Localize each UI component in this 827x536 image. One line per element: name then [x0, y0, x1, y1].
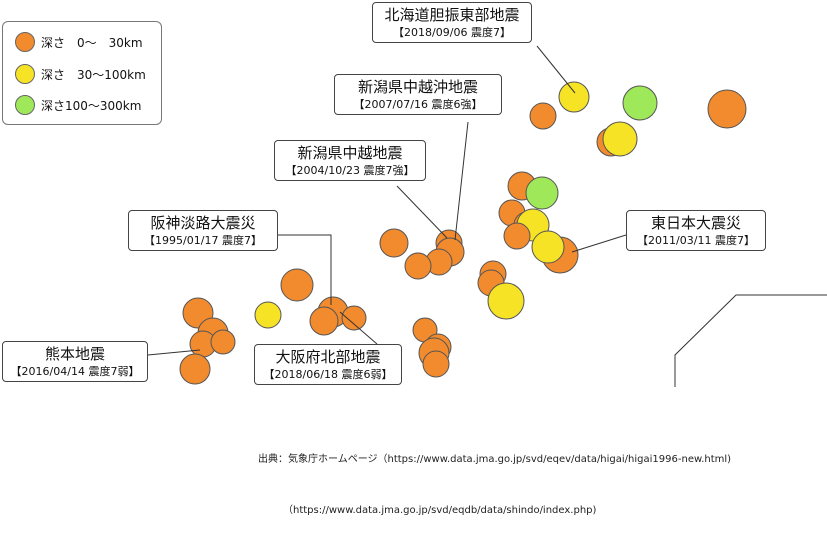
label-tohoku: 東日本大震災 【2011/03/11 震度7】 — [626, 210, 766, 251]
event-title: 新潟県中越沖地震 — [357, 78, 478, 96]
leader-niigata2004 — [396, 185, 448, 239]
event-subtitle: 【2018/09/06 震度7】 — [393, 26, 511, 39]
leader-hokkaido — [536, 45, 576, 94]
legend-dot-yellow — [15, 64, 35, 84]
leader-hanshin — [278, 234, 332, 305]
legend-label: 深さ100～300km — [41, 98, 142, 113]
epicenter-circle — [622, 85, 658, 121]
earthquake-map — [147, 45, 827, 387]
label-niigata2007: 新潟県中越沖地震 【2007/07/16 震度6強】 — [334, 74, 502, 115]
source-line-1: 出典：気象庁ホームページ（https://www.data.jma.go.jp/… — [258, 454, 732, 465]
event-title: 阪神淡路大震災 — [150, 214, 256, 232]
event-title: 東日本大震災 — [650, 214, 741, 232]
epicenter-circle — [210, 329, 236, 355]
epicenter-circle — [341, 305, 367, 331]
epicenter-circle — [379, 228, 409, 258]
epicenter-circle — [404, 252, 432, 280]
epicenter-circle — [602, 121, 638, 157]
event-subtitle: 【2011/03/11 震度7】 — [637, 234, 755, 247]
event-subtitle: 【2004/10/23 震度7強】 — [285, 164, 415, 177]
legend-item-deep: 深さ100～300km — [15, 94, 141, 116]
legend-label: 深さ 0～ 30km — [41, 35, 143, 50]
epicenter-circle — [529, 102, 557, 130]
epicenter-markers — [179, 81, 747, 385]
legend-item-shallow: 深さ 0～ 30km — [15, 31, 143, 53]
epicenter-circle — [309, 306, 339, 336]
label-hokkaido: 北海道胆振東部地震 【2018/09/06 震度7】 — [372, 2, 532, 43]
label-kumamoto: 熊本地震 【2016/04/14 震度7弱】 — [2, 341, 148, 382]
leader-kumamoto — [147, 349, 201, 356]
epicenter-circle — [422, 350, 450, 378]
leader-tohoku — [571, 234, 627, 253]
depth-legend: 深さ 0～ 30km 深さ 30～100km 深さ100～300km — [2, 21, 162, 125]
event-title: 北海道胆振東部地震 — [384, 6, 520, 24]
epicenter-circle — [558, 81, 590, 113]
event-subtitle: 【2018/06/18 震度6弱】 — [263, 368, 393, 381]
legend-label: 深さ 30～100km — [41, 67, 146, 82]
epicenter-circle — [531, 230, 565, 264]
epicenter-circle — [503, 222, 531, 250]
leader-niigata2007 — [454, 121, 469, 241]
epicenter-circle — [487, 282, 525, 320]
legend-item-mid: 深さ 30～100km — [15, 63, 146, 85]
source-citation: 出典：気象庁ホームページ（https://www.data.jma.go.jp/… — [258, 417, 731, 536]
event-subtitle: 【1995/01/17 震度7】 — [144, 234, 262, 247]
label-osaka: 大阪府北部地震 【2018/06/18 震度6弱】 — [254, 344, 402, 385]
epicenter-circle — [254, 301, 282, 329]
coastline-line — [674, 294, 827, 387]
epicenter-circle — [525, 176, 559, 210]
epicenter-circle — [179, 353, 211, 385]
event-title: 新潟県中越地震 — [297, 144, 403, 162]
event-subtitle: 【2016/04/14 震度7弱】 — [10, 365, 140, 378]
legend-dot-orange — [15, 32, 35, 52]
epicenter-circle — [707, 89, 747, 129]
epicenter-circle — [280, 268, 314, 302]
event-title: 大阪府北部地震 — [275, 348, 381, 366]
legend-dot-green — [15, 95, 35, 115]
event-title: 熊本地震 — [44, 345, 105, 363]
label-hanshin: 阪神淡路大震災 【1995/01/17 震度7】 — [128, 210, 278, 251]
event-subtitle: 【2007/07/16 震度6強】 — [353, 98, 483, 111]
leader-lines — [147, 45, 827, 387]
leader-osaka — [339, 311, 378, 345]
source-line-2: （https://www.data.jma.go.jp/svd/eqdb/dat… — [258, 505, 597, 516]
label-niigata2004: 新潟県中越地震 【2004/10/23 震度7強】 — [274, 140, 426, 181]
